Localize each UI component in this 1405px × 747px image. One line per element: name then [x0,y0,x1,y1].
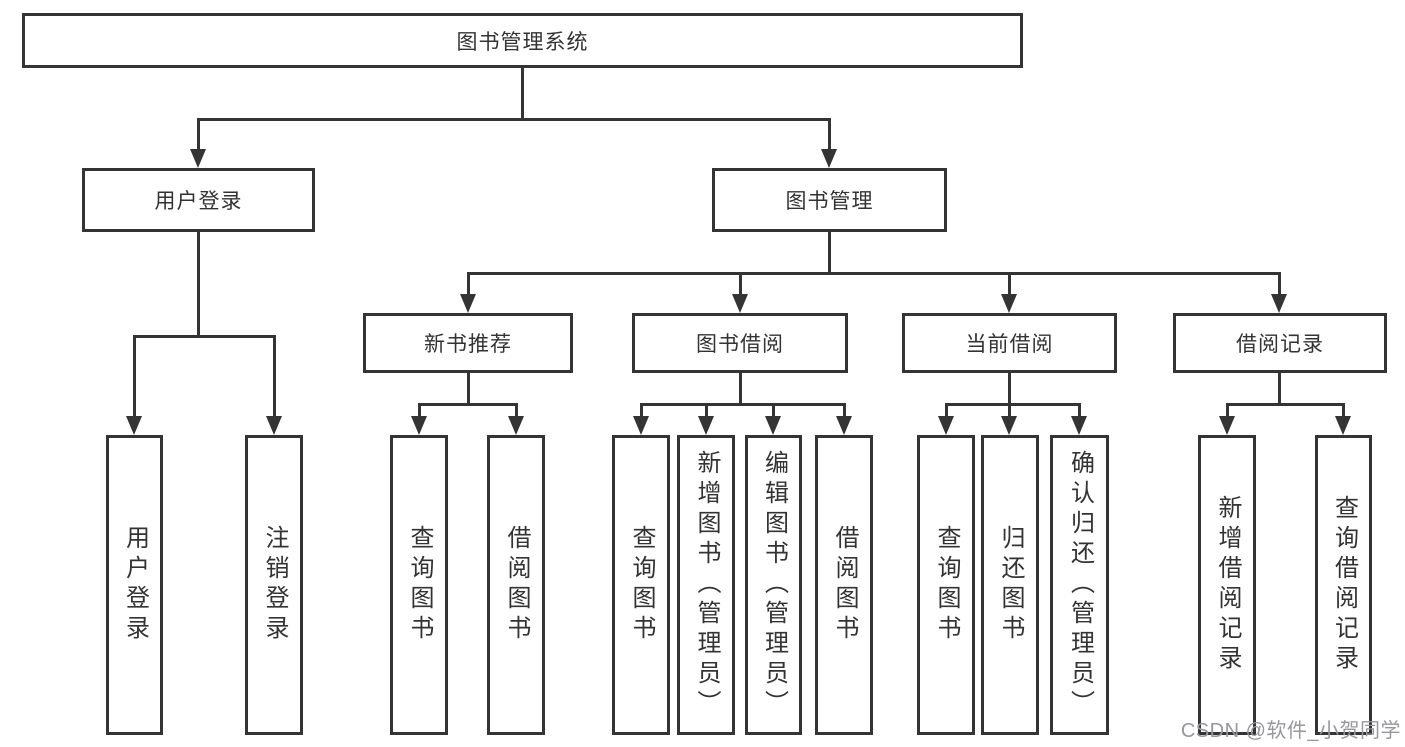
leaf-confirm-return-admin: 确认归还（管理员） [1050,435,1109,735]
connector-line [1226,403,1229,418]
connector-line [739,373,742,405]
arrowhead-icon [698,416,714,435]
leaf-query-books-borrow-label: 查询图书 [628,525,655,645]
connector-line [418,403,518,406]
leaf-return-books-label: 归还图书 [997,525,1024,645]
connector-line [1008,403,1011,418]
connector-line [1008,272,1011,296]
connector-line [418,403,421,418]
node-borrow-records-label: 借阅记录 [1236,333,1324,356]
leaf-query-books-recommend-label: 查询图书 [406,525,433,645]
leaf-borrow-books-borrow: 借阅图书 [815,435,873,735]
connector-line [843,403,846,418]
arrowhead-icon [411,416,427,435]
leaf-add-borrow-record-label: 新增借阅记录 [1214,495,1241,675]
node-root-label: 图书管理系统 [456,30,589,54]
arrowhead-icon [836,416,852,435]
leaf-user-login-label: 用户登录 [121,525,149,645]
leaf-borrow-books-borrow-label: 借阅图书 [831,525,858,645]
connector-line [1226,403,1345,406]
node-book-borrow-label: 图书借阅 [696,333,784,356]
arrowhead-icon [765,416,781,435]
arrowhead-icon [266,416,282,435]
arrowhead-icon [938,416,954,435]
connector-line [133,335,276,338]
arrowhead-icon [633,416,649,435]
leaf-query-books-borrow: 查询图书 [612,435,670,735]
connector-line [197,118,831,121]
connector-line [197,118,200,151]
leaf-query-borrow-record: 查询借阅记录 [1315,435,1372,735]
connector-line [945,403,948,418]
leaf-edit-books-admin: 编辑图书（管理员） [745,435,802,735]
connector-line [1008,373,1011,405]
arrowhead-icon [460,294,476,313]
arrowhead-icon [508,416,524,435]
leaf-edit-books-admin-label: 编辑图书（管理员） [760,450,788,720]
leaf-query-books-current: 查询图书 [917,435,975,735]
leaf-add-borrow-record: 新增借阅记录 [1198,435,1256,735]
connector-line [828,232,831,274]
node-root: 图书管理系统 [22,13,1023,68]
arrowhead-icon [126,416,142,435]
connector-line [828,118,831,151]
node-user-login-label: 用户登录 [154,190,243,213]
connector-line [739,272,742,296]
node-new-book-recommend: 新书推荐 [363,313,573,373]
connector-line [945,403,1081,406]
connector-line [133,335,136,417]
leaf-add-books-admin-label: 新增图书（管理员） [693,450,720,720]
leaf-borrow-books-recommend-label: 借阅图书 [503,525,530,645]
connector-line [273,335,276,417]
arrowhead-icon [1001,416,1017,435]
node-current-borrow-label: 当前借阅 [965,333,1054,356]
node-book-management-label: 图书管理 [785,190,874,213]
leaf-borrow-books-recommend: 借阅图书 [487,435,545,735]
connector-line [521,68,524,120]
node-new-book-recommend-label: 新书推荐 [424,333,512,356]
arrowhead-icon [1271,294,1287,313]
connector-line [1342,403,1345,418]
connector-line [467,373,470,405]
csdn-watermark: CSDN @软件_小贺同学 [1180,720,1401,742]
node-book-management: 图书管理 [712,168,947,232]
arrowhead-icon [732,294,748,313]
node-current-borrow: 当前借阅 [902,313,1117,373]
connector-line [1278,373,1281,405]
leaf-add-books-admin: 新增图书（管理员） [677,435,735,735]
leaf-query-books-recommend: 查询图书 [390,435,448,735]
arrowhead-icon [1219,416,1235,435]
leaf-query-books-current-label: 查询图书 [933,525,960,645]
connector-line [640,403,845,406]
leaf-return-books: 归还图书 [981,435,1039,735]
connector-line [467,272,470,296]
arrowhead-icon [1071,416,1087,435]
arrowhead-icon [190,149,206,168]
node-user-login: 用户登录 [82,168,315,232]
node-book-borrow: 图书借阅 [632,313,848,373]
connector-line [1278,272,1281,296]
connector-line [1078,403,1081,418]
arrowhead-icon [821,149,837,168]
connector-line [640,403,643,418]
connector-line [197,232,200,337]
leaf-logout-login: 注销登录 [245,435,303,735]
connector-line [467,272,1281,275]
leaf-logout-login-label: 注销登录 [261,525,288,645]
leaf-confirm-return-admin-label: 确认归还（管理员） [1066,450,1094,720]
connector-line [705,403,708,418]
leaf-query-borrow-record-label: 查询借阅记录 [1330,495,1358,675]
leaf-user-login: 用户登录 [106,435,163,735]
node-borrow-records: 借阅记录 [1173,313,1387,373]
connector-line [515,403,518,418]
connector-line [772,403,775,418]
arrowhead-icon [1335,416,1351,435]
arrowhead-icon [1001,294,1017,313]
